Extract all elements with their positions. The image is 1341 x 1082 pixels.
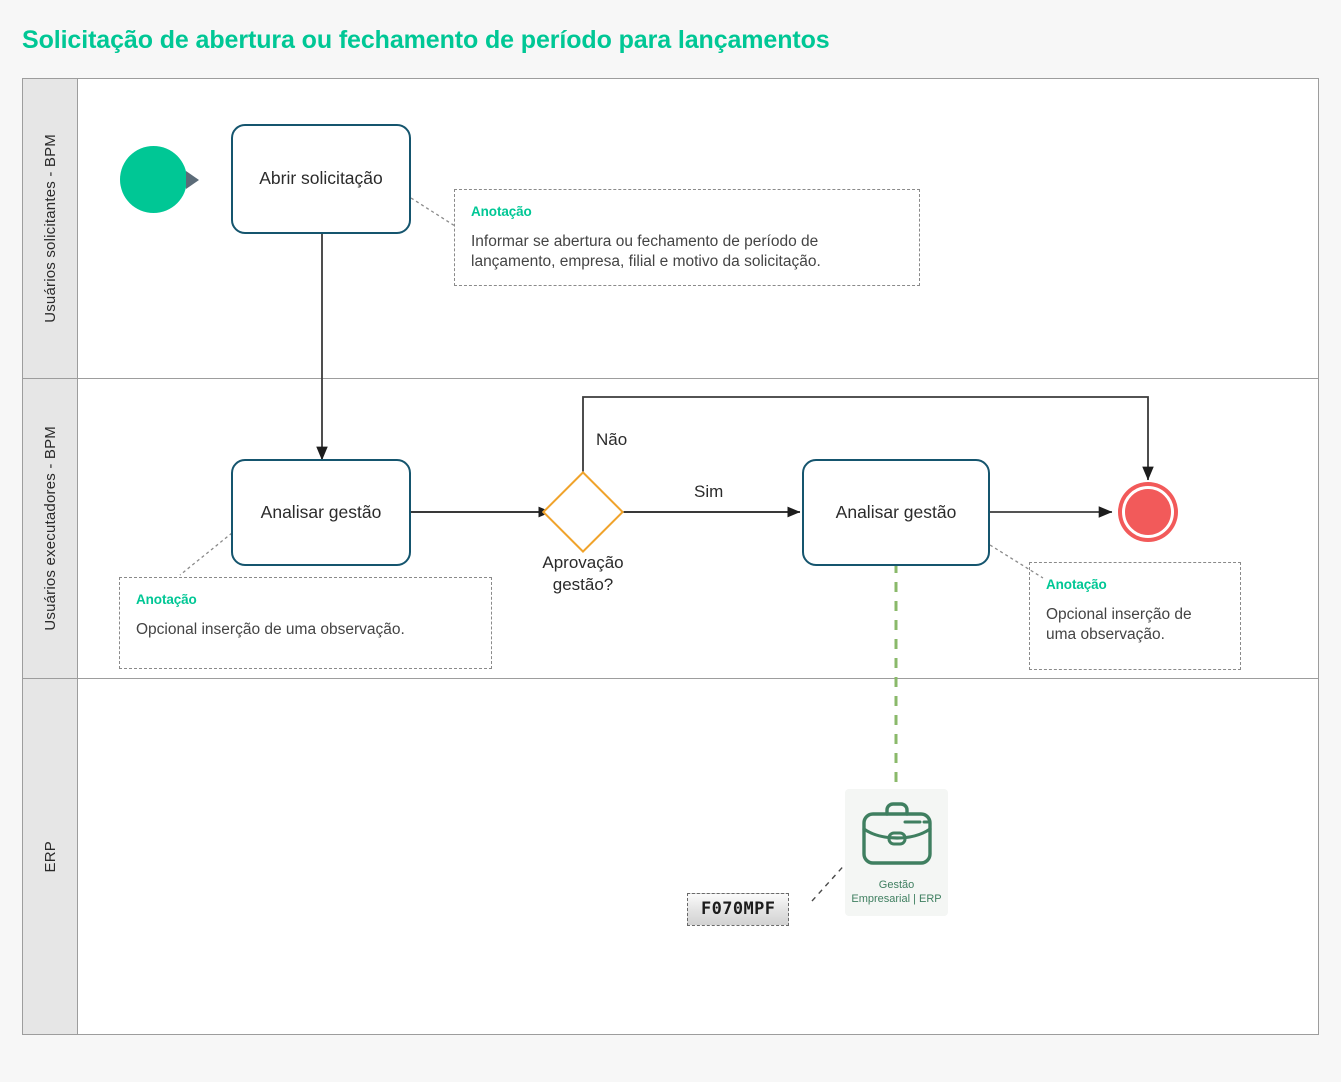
flow-label-sim: Sim	[694, 482, 724, 501]
annotation-title: Anotação	[136, 592, 197, 607]
erp-form-code-chip[interactable]: F070MPF	[687, 893, 790, 926]
start-event[interactable]	[120, 146, 187, 213]
annotation-text: Opcional inserção de uma observação.	[1046, 606, 1192, 644]
annotation-analisar-gestao-2: Anotação Opcional inserção de uma observ…	[1029, 562, 1241, 670]
lane-label-erp: ERP	[41, 840, 59, 873]
task-analisar-gestao-2[interactable]: Analisar gestão	[802, 459, 990, 566]
task-analisar-gestao-1[interactable]: Analisar gestão	[231, 459, 411, 566]
briefcase-icon	[857, 798, 937, 875]
task-abrir-solicitacao[interactable]: Abrir solicitação	[231, 124, 411, 234]
lane-header-erp: ERP	[23, 679, 78, 1034]
flow-label-nao: Não	[596, 430, 628, 449]
annotation-abrir-solicitacao: Anotação Informar se abertura ou fechame…	[454, 189, 920, 286]
task-analisar-gestao-2-label: Analisar gestão	[835, 501, 957, 522]
erp-label-line2: Empresarial | ERP	[851, 892, 942, 905]
annotation-title: Anotação	[1046, 577, 1107, 592]
lane-header-executadores: Usuários executadores - BPM	[23, 379, 78, 678]
start-event-arrow-icon	[186, 171, 199, 189]
lane-erp: ERP	[23, 679, 1318, 1034]
erp-system-label: Gestão Empresarial | ERP	[851, 879, 941, 907]
task-abrir-solicitacao-label: Abrir solicitação	[259, 168, 383, 189]
annotation-title: Anotação	[471, 204, 532, 219]
page-title: Solicitação de abertura ou fechamento de…	[22, 26, 830, 54]
lane-executadores: Usuários executadores - BPM	[23, 379, 1318, 679]
gateway-caption-line1: Aprovação	[542, 553, 624, 572]
lane-header-solicitantes: Usuários solicitantes - BPM	[23, 79, 78, 378]
task-analisar-gestao-1-label: Analisar gestão	[260, 501, 382, 522]
gateway-aprovacao-gestao-caption: Aprovação gestão?	[493, 552, 673, 596]
gateway-caption-line2: gestão?	[552, 575, 614, 595]
erp-system-card[interactable]: Gestão Empresarial | ERP	[845, 789, 948, 916]
lane-label-solicitantes: Usuários solicitantes - BPM	[41, 134, 59, 323]
annotation-analisar-gestao-1: Anotação Opcional inserção de uma observ…	[119, 577, 492, 669]
annotation-text: Informar se abertura ou fechamento de pe…	[471, 233, 821, 271]
end-event[interactable]	[1122, 486, 1174, 538]
lane-body-erp	[78, 679, 1318, 1034]
erp-label-line1: Gestão	[878, 879, 915, 891]
annotation-text: Opcional inserção de uma observação.	[136, 621, 405, 638]
bpmn-pool: Usuários solicitantes - BPM Usuários exe…	[22, 78, 1319, 1035]
lane-label-executadores: Usuários executadores - BPM	[41, 426, 59, 631]
